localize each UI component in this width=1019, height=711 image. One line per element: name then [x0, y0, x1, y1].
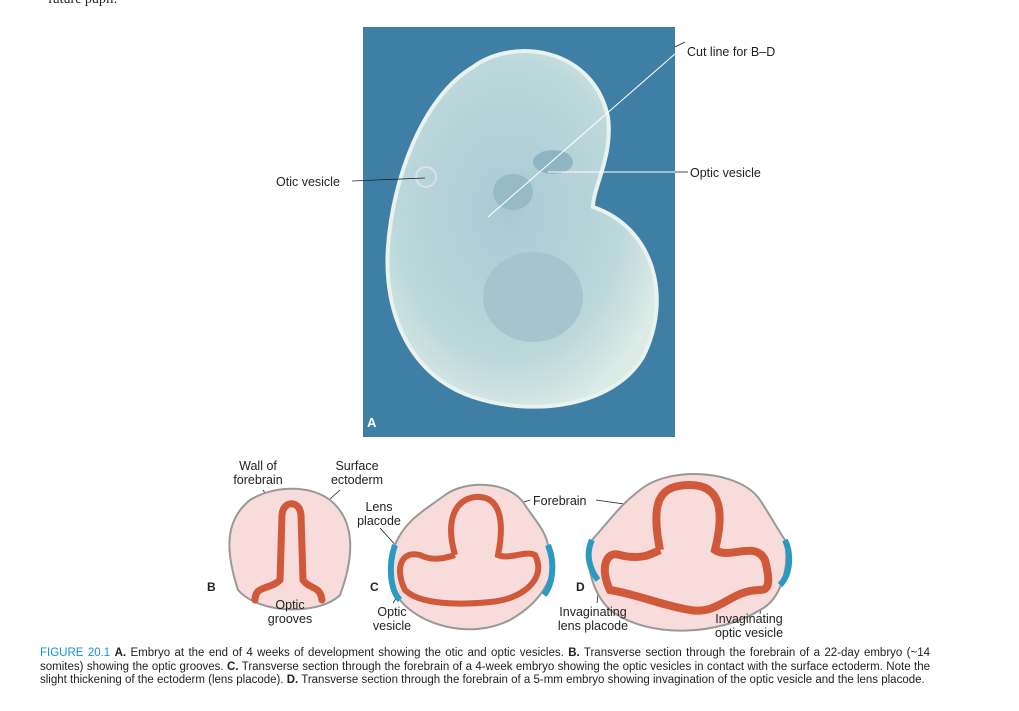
caption-c: C.: [227, 660, 239, 673]
label-wall-of-forebrain: Wall of forebrain: [233, 459, 283, 487]
panel-letter-c: C: [370, 580, 379, 594]
diagram-d: [585, 473, 793, 632]
figure-caption: FIGURE 20.1 A. Embryo at the end of 4 we…: [40, 647, 930, 688]
panel-letter-d: D: [576, 580, 585, 594]
caption-a-text: Embryo at the end of 4 weeks of developm…: [126, 647, 569, 659]
previous-page-text: future pupil.: [48, 0, 117, 8]
caption-b: B.: [568, 647, 580, 659]
label-cut-line: Cut line for B–D: [687, 45, 776, 59]
label-otic-vesicle: Otic vesicle: [276, 175, 340, 189]
label-forebrain: Forebrain: [533, 494, 587, 508]
diagram-b: [228, 487, 352, 611]
label-optic-grooves: Optic grooves: [267, 598, 313, 626]
embryo-image: [385, 49, 675, 409]
label-surface-ectoderm: Surface ectoderm: [330, 459, 384, 487]
figure-number: FIGURE 20.1: [40, 647, 111, 659]
panel-letter-b: B: [207, 580, 216, 594]
caption-c-text: Transverse section through the forebrain…: [40, 660, 930, 687]
caption-d-text: Transverse section through the forebrain…: [298, 674, 925, 686]
label-lens-placode: Lens placode: [357, 500, 401, 528]
label-invaginating-lens-placode: Invaginating lens placode: [557, 605, 629, 633]
label-optic-vesicle-a: Optic vesicle: [690, 166, 761, 180]
label-optic-vesicle-c: Optic vesicle: [372, 605, 412, 633]
caption-a: A.: [114, 647, 127, 659]
caption-d: D.: [286, 674, 299, 686]
caption-b-text: Transverse section through the forebrain…: [40, 647, 931, 673]
panel-letter-a: A: [367, 415, 377, 430]
embryo-photo: A: [363, 27, 675, 437]
label-invaginating-optic-vesicle: Invaginating optic vesicle: [714, 612, 784, 640]
diagram-c: [387, 483, 556, 631]
